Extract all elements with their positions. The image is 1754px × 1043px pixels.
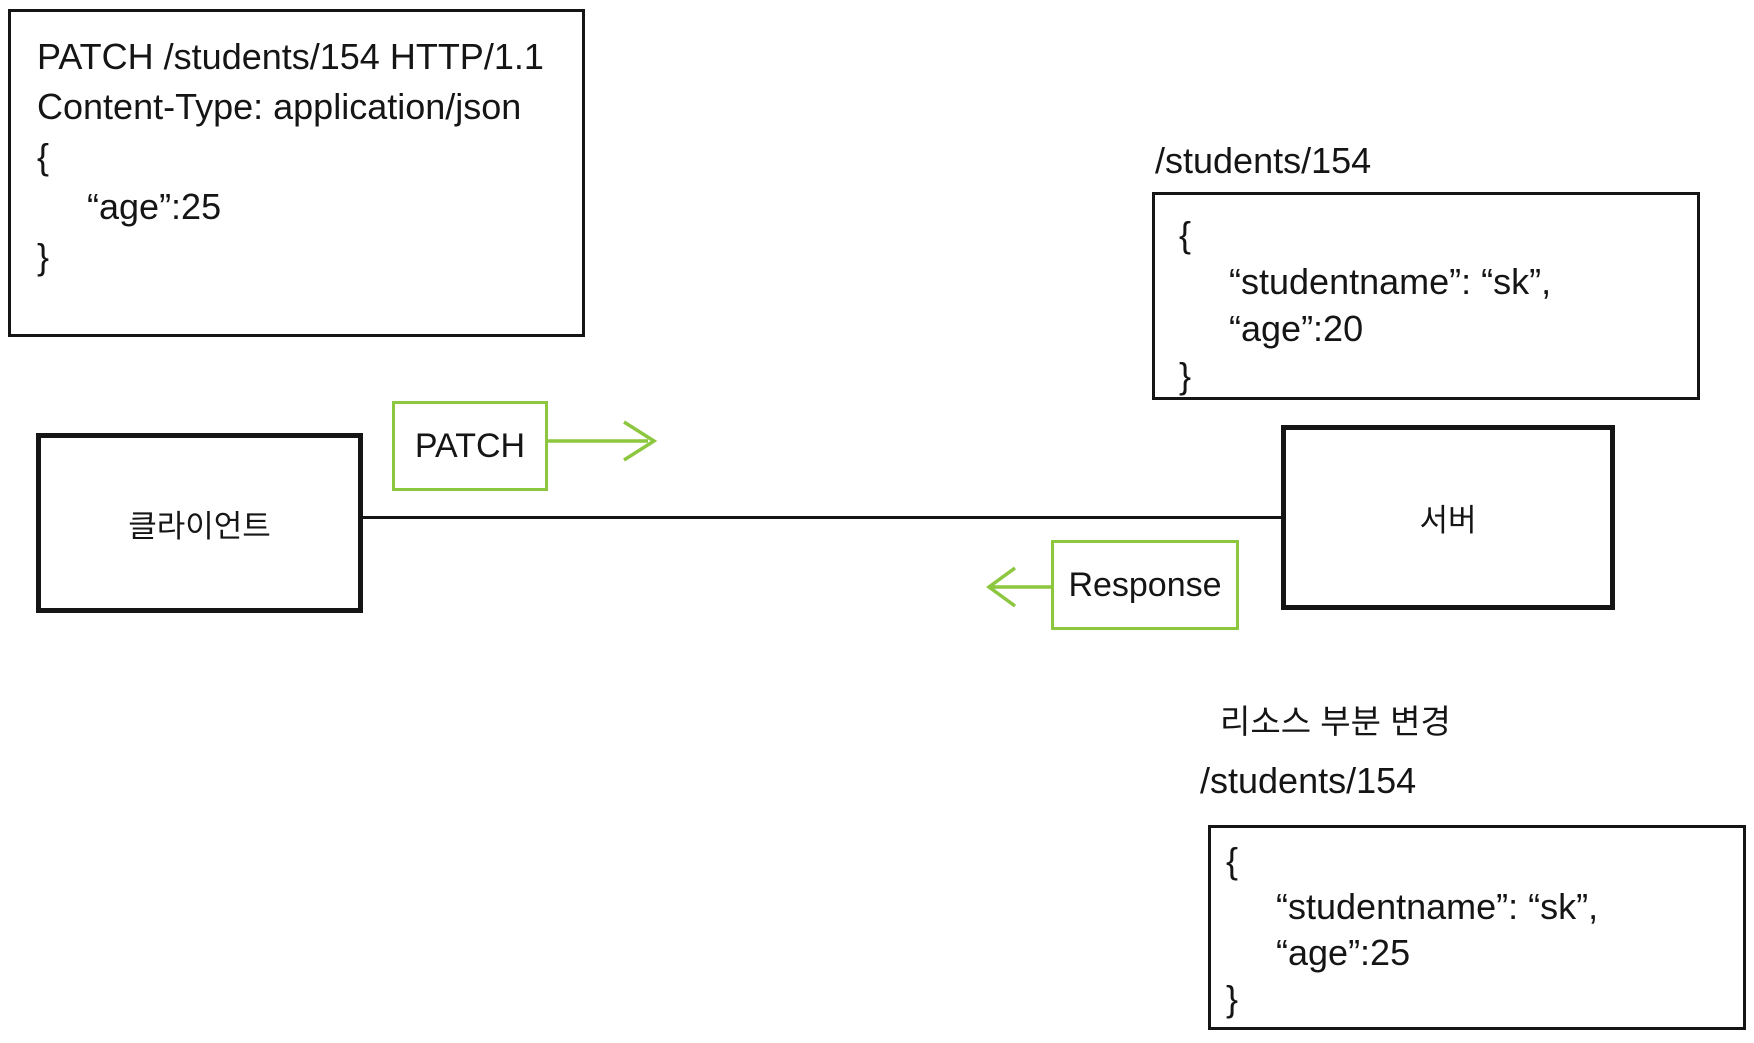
request-line: “age”:25 bbox=[37, 186, 222, 227]
result-json-line: } bbox=[1226, 978, 1239, 1019]
response-badge: Response bbox=[1051, 540, 1239, 630]
resource-json-line: { bbox=[1179, 214, 1192, 255]
http-request-box: PATCH /students/154 HTTP/1.1 Content-Typ… bbox=[8, 9, 585, 337]
request-line: Content-Type: application/json bbox=[37, 86, 522, 127]
client-box: 클라이언트 bbox=[36, 433, 363, 613]
request-line: { bbox=[37, 136, 50, 177]
response-arrow-left-icon bbox=[986, 566, 1053, 608]
server-label: 서버 bbox=[1419, 503, 1477, 538]
result-json-line: “studentname”: “sk”, bbox=[1226, 886, 1599, 927]
request-arrow-right-icon bbox=[548, 420, 658, 462]
resource-json-line: “age”:20 bbox=[1179, 308, 1364, 349]
result-resource-box: { “studentname”: “sk”, “age”:25 } bbox=[1208, 825, 1746, 1030]
server-box: 서버 bbox=[1281, 425, 1615, 610]
result-json-line: { bbox=[1226, 840, 1239, 881]
request-line: } bbox=[37, 236, 50, 277]
client-label: 클라이언트 bbox=[128, 508, 271, 544]
result-caption: 리소스 부분 변경 bbox=[1220, 703, 1451, 740]
request-line: PATCH /students/154 HTTP/1.1 bbox=[37, 36, 544, 77]
resource-json-line: } bbox=[1179, 355, 1192, 396]
patch-badge: PATCH bbox=[392, 401, 548, 491]
response-badge-label: Response bbox=[1068, 565, 1222, 604]
server-resource-path-label: /students/154 bbox=[1155, 140, 1372, 181]
patch-badge-label: PATCH bbox=[414, 426, 526, 465]
result-path-label: /students/154 bbox=[1200, 760, 1417, 801]
result-json-line: “age”:25 bbox=[1226, 932, 1411, 973]
resource-json-line: “studentname”: “sk”, bbox=[1179, 261, 1552, 302]
client-server-connector-line bbox=[363, 516, 1281, 519]
server-resource-box: { “studentname”: “sk”, “age”:20 } bbox=[1152, 192, 1700, 400]
